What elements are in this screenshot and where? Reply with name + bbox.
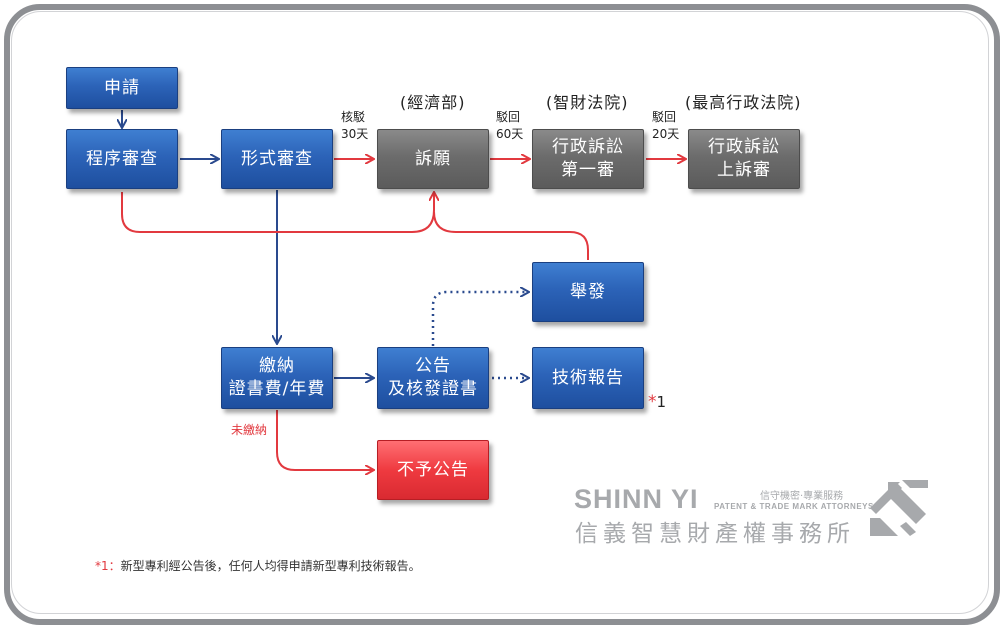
invalidation-box: 舉發 xyxy=(532,262,644,322)
footnote-text: 新型專利經公告後，任何人均得申請新型專利技術報告。 xyxy=(120,559,421,573)
arrow-invalidation-to-appeal xyxy=(433,211,589,260)
arrow-procedural-to-appeal xyxy=(121,192,434,233)
logo-chinese-name: 信義智慧財產權事務所 xyxy=(575,521,855,547)
arrow-unpaid-to-nopublish xyxy=(276,410,373,470)
no-publish-box: 不予公告 xyxy=(377,440,489,500)
footnote-number: 1 xyxy=(656,393,667,411)
logo-tagline-en: PATENT & TRADE MARK ATTORNEYS xyxy=(714,502,874,511)
admin-litigation-appeal-box: 行政訴訟 上訴審 xyxy=(688,129,800,189)
label-unpaid: 未繳納 xyxy=(231,423,268,437)
label-dismiss-60-days: 駁回 60天 xyxy=(496,110,524,141)
apply-box: 申請 xyxy=(66,67,178,109)
shinn-yi-logo-mark-icon xyxy=(870,480,928,536)
header-supreme-court: (最高行政法院) xyxy=(685,93,802,112)
footnote: *1：新型專利經公告後，任何人均得申請新型專利技術報告。 xyxy=(95,557,421,574)
footnote-label: *1： xyxy=(95,559,121,573)
admin-litigation-first-box: 行政訴訟 第一審 xyxy=(532,129,644,189)
arrow-publish-to-invalidation xyxy=(431,292,528,346)
header-moea: (經濟部) xyxy=(400,93,466,112)
pay-fee-box: 繳納 證書費/年費 xyxy=(221,347,333,409)
footnote-marker: *1 xyxy=(648,392,666,412)
logo-tagline-zh: 信守機密‧專業服務 xyxy=(760,491,844,502)
publish-box: 公告 及核發證書 xyxy=(377,347,489,409)
formal-review-box: 形式審查 xyxy=(221,129,333,189)
header-ip-court: (智財法院) xyxy=(546,93,629,112)
label-reject-30-days: 核駁 30天 xyxy=(341,110,369,141)
appeal-box: 訴願 xyxy=(377,129,489,189)
asterisk-mark: * xyxy=(648,392,657,412)
tech-report-box: 技術報告 xyxy=(532,347,644,409)
label-dismiss-20-days: 駁回 20天 xyxy=(652,110,680,141)
procedural-review-box: 程序審查 xyxy=(66,129,178,189)
logo-english-name: SHINN YI xyxy=(574,484,699,514)
